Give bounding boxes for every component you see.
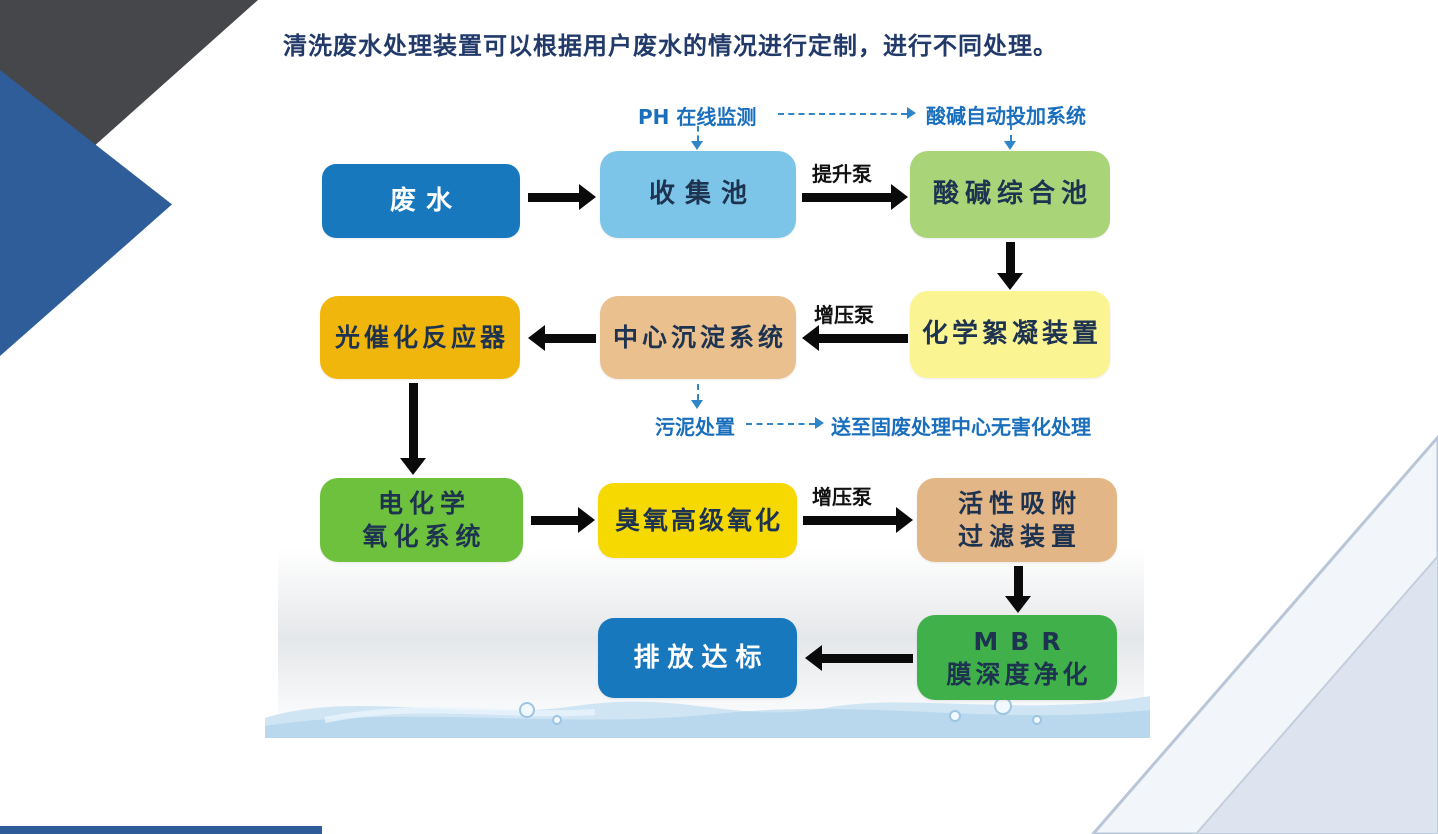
dash-dosing-to-acid-base-tank <box>1003 124 1017 150</box>
node-ozone-advanced-oxidation: 臭氧高级氧化 <box>598 483 797 558</box>
arrow-collection-to-acid-base <box>802 184 908 210</box>
label-sludge-destination: 送至固废处理中心无害化处理 <box>831 415 1091 439</box>
node-mbr-line2: 膜深度净化 <box>946 659 1092 689</box>
label-lift-pump: 提升泵 <box>812 162 872 186</box>
node-acid-base-tank-label: 酸碱综合池 <box>932 179 1093 210</box>
dash-sedimentation-to-sludge <box>690 384 704 409</box>
node-electrochemical-oxidation: 电化学 氧化系统 <box>320 478 523 562</box>
arrow-photocatalytic-to-electrochemical <box>400 383 426 475</box>
node-acid-base-tank: 酸碱综合池 <box>910 151 1110 238</box>
node-central-sedimentation: 中心沉淀系统 <box>600 296 796 379</box>
node-mbr-line1: MBR <box>973 626 1073 656</box>
arrow-ozone-to-adsorption <box>803 507 913 533</box>
node-chemical-flocculation-label: 化学絮凝装置 <box>921 319 1102 350</box>
bottom-left-blue-bar <box>0 826 322 834</box>
slide-title: 清洗废水处理装置可以根据用户废水的情况进行定制，进行不同处理。 <box>283 32 1058 60</box>
node-adsorption-line2: 过滤装置 <box>957 522 1082 551</box>
node-chemical-flocculation: 化学絮凝装置 <box>910 291 1110 378</box>
node-activated-adsorption-filter: 活性吸附 过滤装置 <box>917 478 1117 562</box>
arrow-acid-base-to-flocculation <box>997 242 1023 290</box>
node-electrochemical-line2: 氧化系统 <box>362 522 487 551</box>
dash-ph-to-collection-tank <box>690 126 704 150</box>
node-collection-tank: 收集池 <box>600 151 796 238</box>
dash-ph-to-dosing-system <box>778 106 916 120</box>
arrow-electrochemical-to-ozone <box>531 507 595 533</box>
dash-sludge-to-destination <box>746 416 824 430</box>
node-mbr-membrane: MBR 膜深度净化 <box>917 615 1117 700</box>
node-adsorption-line1: 活性吸附 <box>957 489 1082 518</box>
label-ph-online-monitoring: PH 在线监测 <box>638 105 757 129</box>
label-sludge-disposal: 污泥处置 <box>655 415 735 439</box>
node-ozone-label: 臭氧高级氧化 <box>614 506 783 535</box>
node-central-sedimentation-label: 中心沉淀系统 <box>612 323 787 352</box>
node-photocatalytic-reactor-label: 光催化反应器 <box>334 323 509 352</box>
arrow-mbr-to-discharge <box>805 645 913 671</box>
arrow-sedimentation-to-photocatalytic <box>528 325 596 351</box>
arrow-adsorption-to-mbr <box>1005 566 1031 613</box>
arrow-wastewater-to-collection <box>528 184 596 210</box>
node-discharge-label: 排放达标 <box>633 642 770 673</box>
node-wastewater: 废水 <box>322 164 520 238</box>
label-booster-pump-row3: 增压泵 <box>812 485 872 509</box>
node-wastewater-label: 废水 <box>389 185 462 216</box>
node-discharge-standard: 排放达标 <box>598 618 797 698</box>
node-collection-tank-label: 收集池 <box>648 179 757 210</box>
label-booster-pump-row2: 增压泵 <box>814 303 874 327</box>
node-photocatalytic-reactor: 光催化反应器 <box>320 296 520 379</box>
label-acid-base-dosing-system: 酸碱自动投加系统 <box>926 104 1086 128</box>
node-electrochemical-line1: 电化学 <box>377 489 471 518</box>
arrow-flocculation-to-sedimentation <box>802 325 908 351</box>
